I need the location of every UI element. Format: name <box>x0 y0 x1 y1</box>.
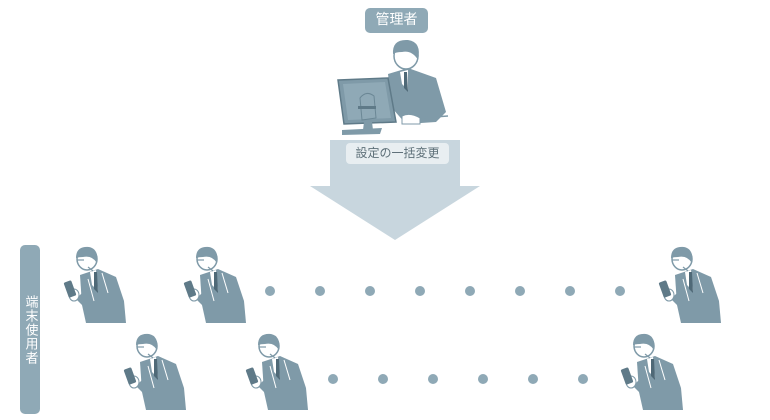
ellipsis-dot <box>415 286 425 296</box>
smartphone-user-icon <box>240 332 310 412</box>
ellipsis-dot <box>465 286 475 296</box>
ellipsis-dot <box>528 374 538 384</box>
smartphone-user-icon <box>178 245 248 325</box>
arrow-label: 設定の一括変更 <box>346 143 449 164</box>
ellipsis-dot <box>615 286 625 296</box>
ellipsis-dot <box>428 374 438 384</box>
ellipsis-dot <box>315 286 325 296</box>
users-label-text: 端末使用者 <box>22 294 38 365</box>
ellipsis-dot <box>478 374 488 384</box>
ellipsis-dot <box>578 374 588 384</box>
ellipsis-dot <box>328 374 338 384</box>
down-arrow-icon <box>310 140 480 240</box>
admin-label: 管理者 <box>365 8 428 33</box>
ellipsis-dot <box>378 374 388 384</box>
users-label: 端末使用者 <box>20 245 40 414</box>
ellipsis-dot <box>365 286 375 296</box>
admin-at-computer-icon <box>336 38 451 138</box>
ellipsis-dot <box>565 286 575 296</box>
smartphone-user-icon <box>653 245 723 325</box>
smartphone-user-icon <box>615 332 685 412</box>
ellipsis-dot <box>515 286 525 296</box>
smartphone-user-icon <box>58 245 128 325</box>
smartphone-user-icon <box>118 332 188 412</box>
ellipsis-dot <box>265 286 275 296</box>
